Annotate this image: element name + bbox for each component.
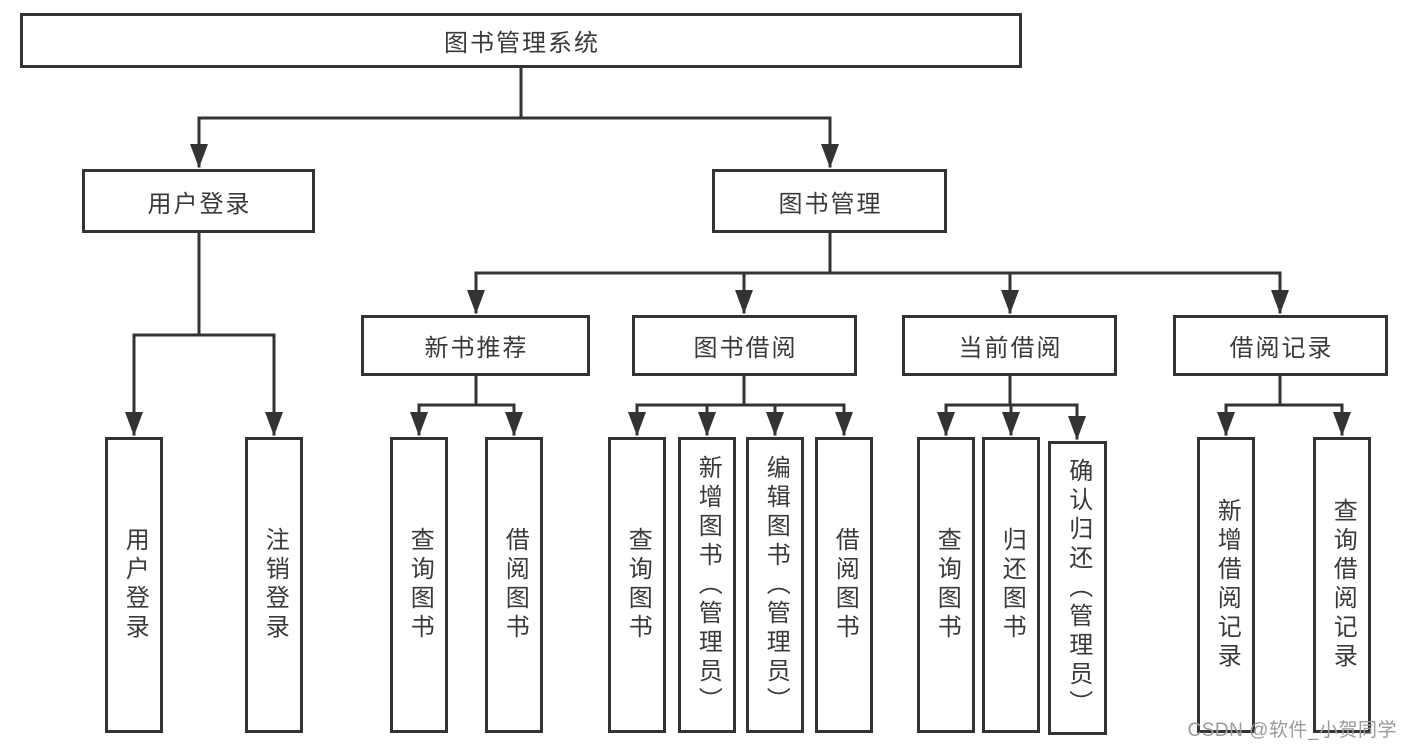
leaf-query-books-recommend-label: 查询图书 (406, 527, 434, 643)
connector-root-to-level2 (190, 66, 839, 168)
leaf-confirm-return-admin: 确认归还（管理员） (1048, 441, 1107, 735)
csdn-watermark: CSDN @软件_小贺同学 (1187, 720, 1397, 741)
leaf-query-borrow-record-label: 查询借阅记录 (1329, 498, 1357, 672)
connector-current-borrow-children (937, 374, 1086, 440)
leaf-borrow-books-recommend: 借阅图书 (485, 437, 543, 733)
node-borrow-record-label: 借阅记录 (1229, 335, 1334, 362)
leaf-query-books-current-label: 查询图书 (933, 527, 961, 643)
leaf-edit-book-admin: 编辑图书（管理员） (746, 437, 804, 733)
connector-user-login-children (125, 231, 283, 436)
node-book-borrow: 图书借阅 (632, 315, 857, 376)
leaf-borrow-books: 借阅图书 (815, 437, 873, 733)
connector-book-borrow-children (628, 374, 853, 436)
node-borrow-record: 借阅记录 (1173, 315, 1388, 376)
node-new-book-rec: 新书推荐 (361, 315, 590, 376)
leaf-add-borrow-record: 新增借阅记录 (1197, 437, 1255, 733)
connector-borrow-record-children (1217, 374, 1351, 436)
leaf-add-borrow-record-label: 新增借阅记录 (1213, 498, 1241, 672)
leaf-borrow-books-recommend-label: 借阅图书 (501, 527, 529, 643)
leaf-logout-label: 注销登录 (261, 527, 289, 643)
branch-book-mgmt-label: 图书管理 (778, 190, 883, 218)
leaf-user-login-label: 用户登录 (121, 527, 149, 643)
node-new-book-rec-label: 新书推荐 (424, 335, 529, 362)
leaf-query-books-recommend: 查询图书 (390, 437, 448, 733)
leaf-query-books-borrow-label: 查询图书 (624, 527, 652, 643)
connector-book-mgmt-children (467, 231, 1289, 314)
leaf-query-borrow-record: 查询借阅记录 (1313, 437, 1371, 733)
leaf-return-books: 归还图书 (982, 437, 1040, 733)
root-node: 图书管理系统 (20, 13, 1022, 68)
leaf-return-books-label: 归还图书 (998, 527, 1026, 643)
branch-user-login: 用户登录 (82, 169, 315, 233)
branch-book-mgmt: 图书管理 (712, 169, 947, 233)
leaf-confirm-return-admin-label: 确认归还（管理员） (1064, 457, 1092, 719)
leaf-add-book-admin-label: 新增图书（管理员） (694, 454, 722, 716)
leaf-query-books-current: 查询图书 (917, 437, 975, 733)
node-book-borrow-label: 图书借阅 (693, 335, 798, 362)
leaf-borrow-books-label: 借阅图书 (831, 527, 859, 643)
leaf-edit-book-admin-label: 编辑图书（管理员） (762, 454, 790, 716)
leaf-query-books-borrow: 查询图书 (608, 437, 666, 733)
leaf-add-book-admin: 新增图书（管理员） (678, 437, 736, 733)
leaf-user-login: 用户登录 (105, 437, 163, 733)
branch-user-login-label: 用户登录 (147, 190, 252, 218)
node-current-borrow: 当前借阅 (902, 315, 1117, 376)
leaf-logout: 注销登录 (245, 437, 303, 733)
connector-new-book-children (410, 374, 523, 436)
node-current-borrow-label: 当前借阅 (958, 335, 1063, 362)
root-node-label: 图书管理系统 (444, 30, 600, 57)
